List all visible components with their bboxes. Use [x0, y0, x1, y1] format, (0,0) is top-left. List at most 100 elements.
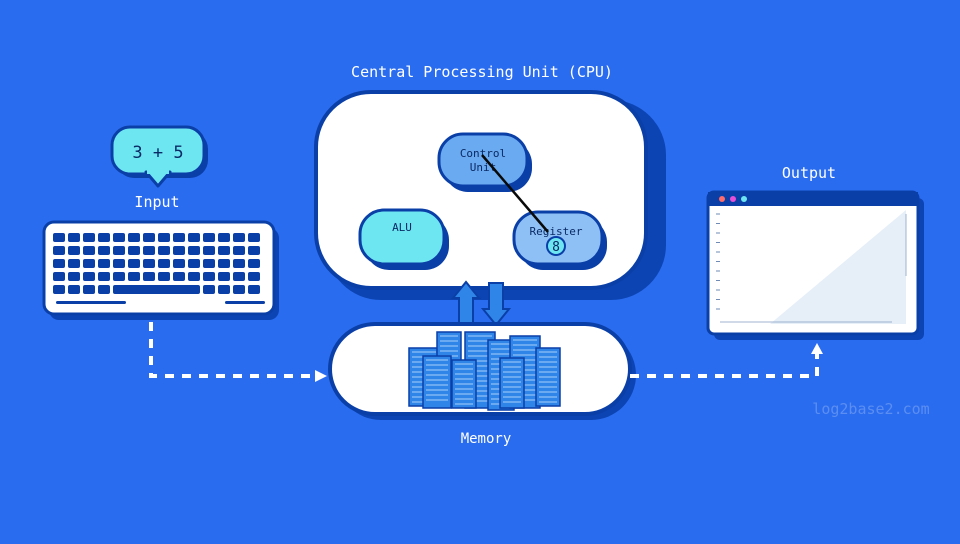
alu-label: ALU	[392, 221, 412, 234]
window-dot-red-icon	[719, 196, 725, 202]
keyboard-key	[248, 246, 260, 255]
keyboard-key	[188, 259, 200, 268]
keyboard-spacebar	[113, 285, 200, 294]
control-unit-label-line1: Control	[460, 147, 506, 160]
keyboard-key	[113, 246, 125, 255]
register-value-circle	[546, 236, 566, 256]
keyboard-key	[83, 272, 95, 281]
keyboard-key	[188, 246, 200, 255]
keyboard-key	[188, 233, 200, 242]
register-value: 8	[552, 240, 560, 255]
keyboard-key	[98, 259, 110, 268]
keyboard-key	[173, 233, 185, 242]
output-label: Output	[782, 164, 836, 182]
window-dot-pink-icon	[730, 196, 736, 202]
server-tower-icon	[422, 355, 452, 409]
cpu-memory-arrows	[450, 280, 512, 327]
server-tower-icon	[499, 357, 525, 409]
keyboard-key	[83, 259, 95, 268]
keyboard-key	[68, 246, 80, 255]
keyboard-key	[143, 233, 155, 242]
keyboard-key	[113, 259, 125, 268]
keyboard-key	[158, 233, 170, 242]
keyboard-key	[248, 233, 260, 242]
keyboard-key	[203, 246, 215, 255]
keyboard-key	[188, 272, 200, 281]
memory-server-stack-icon	[408, 331, 561, 411]
keyboard-key	[83, 246, 95, 255]
keyboard-key	[68, 272, 80, 281]
keyboard-key	[218, 233, 230, 242]
watermark: log2base2.com	[812, 400, 929, 418]
keyboard-trim	[225, 301, 265, 304]
keyboard-key	[98, 246, 110, 255]
keyboard-key	[128, 246, 140, 255]
window-dot-cyan-icon	[741, 196, 747, 202]
keyboard-key	[53, 259, 65, 268]
arrow-down-icon	[480, 282, 512, 327]
keyboard-key	[98, 233, 110, 242]
input-to-memory-connector	[149, 322, 327, 382]
keyboard-key	[158, 272, 170, 281]
keyboard-key	[128, 272, 140, 281]
keyboard-key	[143, 272, 155, 281]
control-unit: Control Unit	[437, 132, 532, 192]
keyboard-key	[248, 259, 260, 268]
input-bubble-text: 3 + 5	[132, 143, 183, 163]
keyboard-key	[233, 246, 245, 255]
arrow-up-output-icon	[811, 343, 823, 354]
output-window-icon	[706, 190, 924, 340]
keyboard-key	[173, 246, 185, 255]
input-label: Input	[134, 193, 179, 211]
keyboard-key	[83, 285, 95, 294]
keyboard-icon	[42, 220, 279, 320]
keyboard-key	[53, 285, 65, 294]
keyboard-key	[203, 285, 215, 294]
keyboard-key	[98, 272, 110, 281]
control-signal-line	[481, 154, 549, 233]
cpu-box	[314, 90, 666, 300]
register-unit: Register 8	[512, 210, 607, 270]
keyboard-key	[203, 259, 215, 268]
input-bubble: 3 + 5	[110, 125, 208, 188]
keyboard-key	[203, 272, 215, 281]
server-tower-body	[499, 357, 525, 409]
keyboard-key	[248, 285, 260, 294]
keyboard-key	[158, 259, 170, 268]
keyboard-key	[68, 285, 80, 294]
keyboard-key	[233, 285, 245, 294]
arrow-up-icon	[450, 280, 482, 326]
keyboard-key	[218, 272, 230, 281]
keyboard-key	[158, 246, 170, 255]
keyboard-key	[143, 246, 155, 255]
keyboard-key	[68, 259, 80, 268]
server-tower-icon	[451, 359, 477, 409]
keyboard-key	[98, 285, 110, 294]
keyboard-key	[113, 233, 125, 242]
keyboard-key	[173, 259, 185, 268]
keyboard-key	[68, 233, 80, 242]
keyboard-key	[128, 259, 140, 268]
keyboard-key	[53, 246, 65, 255]
keyboard-key	[128, 233, 140, 242]
keyboard-key	[53, 233, 65, 242]
cpu-title: Central Processing Unit (CPU)	[351, 63, 613, 81]
keyboard-key	[218, 285, 230, 294]
keyboard-key	[53, 272, 65, 281]
keyboard-key	[218, 246, 230, 255]
keyboard-key	[113, 272, 125, 281]
alu-unit: ALU	[358, 208, 449, 270]
keyboard-key	[233, 233, 245, 242]
keyboard-key	[233, 272, 245, 281]
keyboard-key	[218, 259, 230, 268]
memory-to-output-connector	[630, 343, 823, 378]
arrow-right-icon	[315, 370, 327, 382]
keyboard-key	[173, 272, 185, 281]
keyboard-key	[203, 233, 215, 242]
keyboard-trim	[56, 301, 126, 304]
keyboard-key	[248, 272, 260, 281]
memory-label: Memory	[461, 431, 512, 447]
keyboard-key	[143, 259, 155, 268]
